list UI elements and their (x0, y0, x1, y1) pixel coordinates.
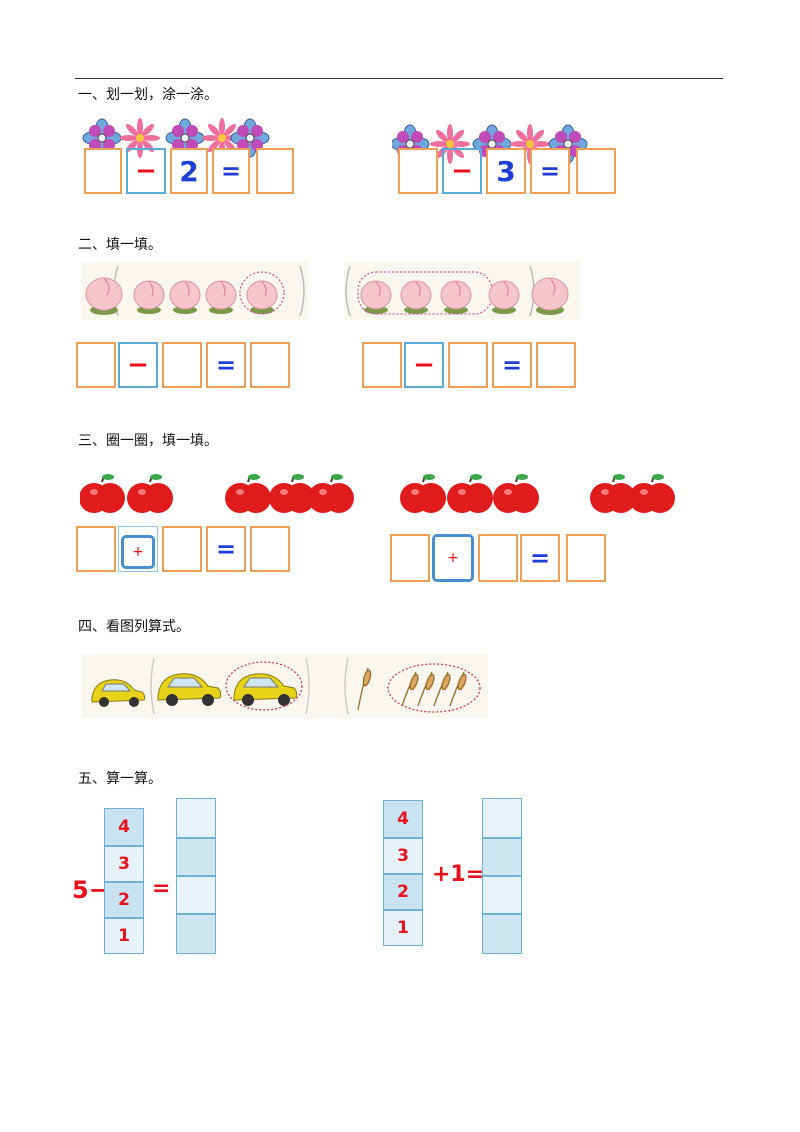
answer-box[interactable] (76, 342, 116, 388)
section-5-heading: 五、算一算。 (78, 771, 162, 787)
answer-cell[interactable] (176, 876, 216, 914)
section-3-heading: 三、圈一圈，填一填。 (78, 433, 218, 449)
answer-box[interactable] (398, 148, 438, 194)
equals-sign: = (539, 157, 561, 185)
number-cell: 1 (104, 918, 144, 954)
answer-box[interactable] (84, 148, 122, 194)
answer-box[interactable] (162, 342, 202, 388)
minus-sign: − (451, 156, 473, 186)
operator-box: − (126, 148, 166, 194)
equals-sign: = (501, 351, 523, 379)
plus-sign: + (132, 544, 144, 560)
minus-sign: − (135, 156, 157, 186)
operator-box: − (404, 342, 444, 388)
operator-box: + (432, 534, 474, 582)
plus-sign: + (447, 550, 459, 566)
number-cell: 4 (383, 800, 423, 838)
cars-wheat-icon (91, 657, 481, 715)
equals-sign: = (529, 544, 551, 572)
car-wheat-panel (82, 654, 488, 718)
operator-box: + (118, 526, 158, 572)
number-box: 2 (170, 148, 208, 194)
answer-box[interactable] (478, 534, 518, 582)
answer-cell[interactable] (482, 914, 522, 954)
answer-box[interactable] (256, 148, 294, 194)
answer-cell[interactable] (482, 838, 522, 876)
operator-box: − (118, 342, 158, 388)
minus-sign: − (127, 350, 149, 380)
top-rule (75, 78, 723, 79)
number-cell: 1 (383, 910, 423, 946)
answer-box[interactable] (250, 526, 290, 572)
equals-box: = (206, 342, 246, 388)
answer-box[interactable] (576, 148, 616, 194)
equals-box: = (492, 342, 532, 388)
number-cell: 3 (104, 846, 144, 882)
peaches-icon (85, 265, 305, 317)
peach-panel-left (82, 262, 308, 320)
answer-cell[interactable] (176, 798, 216, 838)
answer-box[interactable] (566, 534, 606, 582)
equals-sign: = (215, 351, 237, 379)
number-box: 3 (486, 148, 526, 194)
answer-cell[interactable] (482, 876, 522, 914)
section-2-heading: 二、填一填。 (78, 237, 162, 253)
equals-box: = (206, 526, 246, 572)
given-number: 2 (179, 154, 199, 188)
equals-box: = (530, 148, 570, 194)
operator-box: − (442, 148, 482, 194)
answer-box[interactable] (162, 526, 202, 572)
answer-box[interactable] (536, 342, 576, 388)
minuend-prefix: 5− (72, 876, 109, 904)
add-one-suffix: +1= (432, 862, 485, 887)
equals-box: = (520, 534, 560, 582)
answer-box[interactable] (362, 342, 402, 388)
given-number: 3 (496, 154, 516, 188)
answer-box[interactable] (448, 342, 488, 388)
answer-box[interactable] (390, 534, 430, 582)
number-cell: 3 (383, 838, 423, 874)
equals-box: = (212, 148, 250, 194)
equals-sign: = (220, 157, 242, 185)
number-cell: 4 (104, 808, 144, 846)
answer-cell[interactable] (482, 798, 522, 838)
minus-sign: − (413, 350, 435, 380)
equals-sign: = (152, 876, 171, 901)
answer-box[interactable] (250, 342, 290, 388)
equals-sign: = (215, 535, 237, 563)
section-4-heading: 四、看图列算式。 (78, 619, 190, 635)
number-cell: 2 (383, 874, 423, 910)
answer-cell[interactable] (176, 838, 216, 876)
number-cell: 2 (104, 882, 144, 918)
answer-box[interactable] (76, 526, 116, 572)
section-1-heading: 一、划一划，涂一涂。 (78, 87, 218, 103)
apples-icon (79, 474, 675, 513)
apples-row (79, 470, 680, 516)
peaches-icon (345, 265, 569, 317)
peach-panel-right (344, 262, 580, 320)
answer-cell[interactable] (176, 914, 216, 954)
